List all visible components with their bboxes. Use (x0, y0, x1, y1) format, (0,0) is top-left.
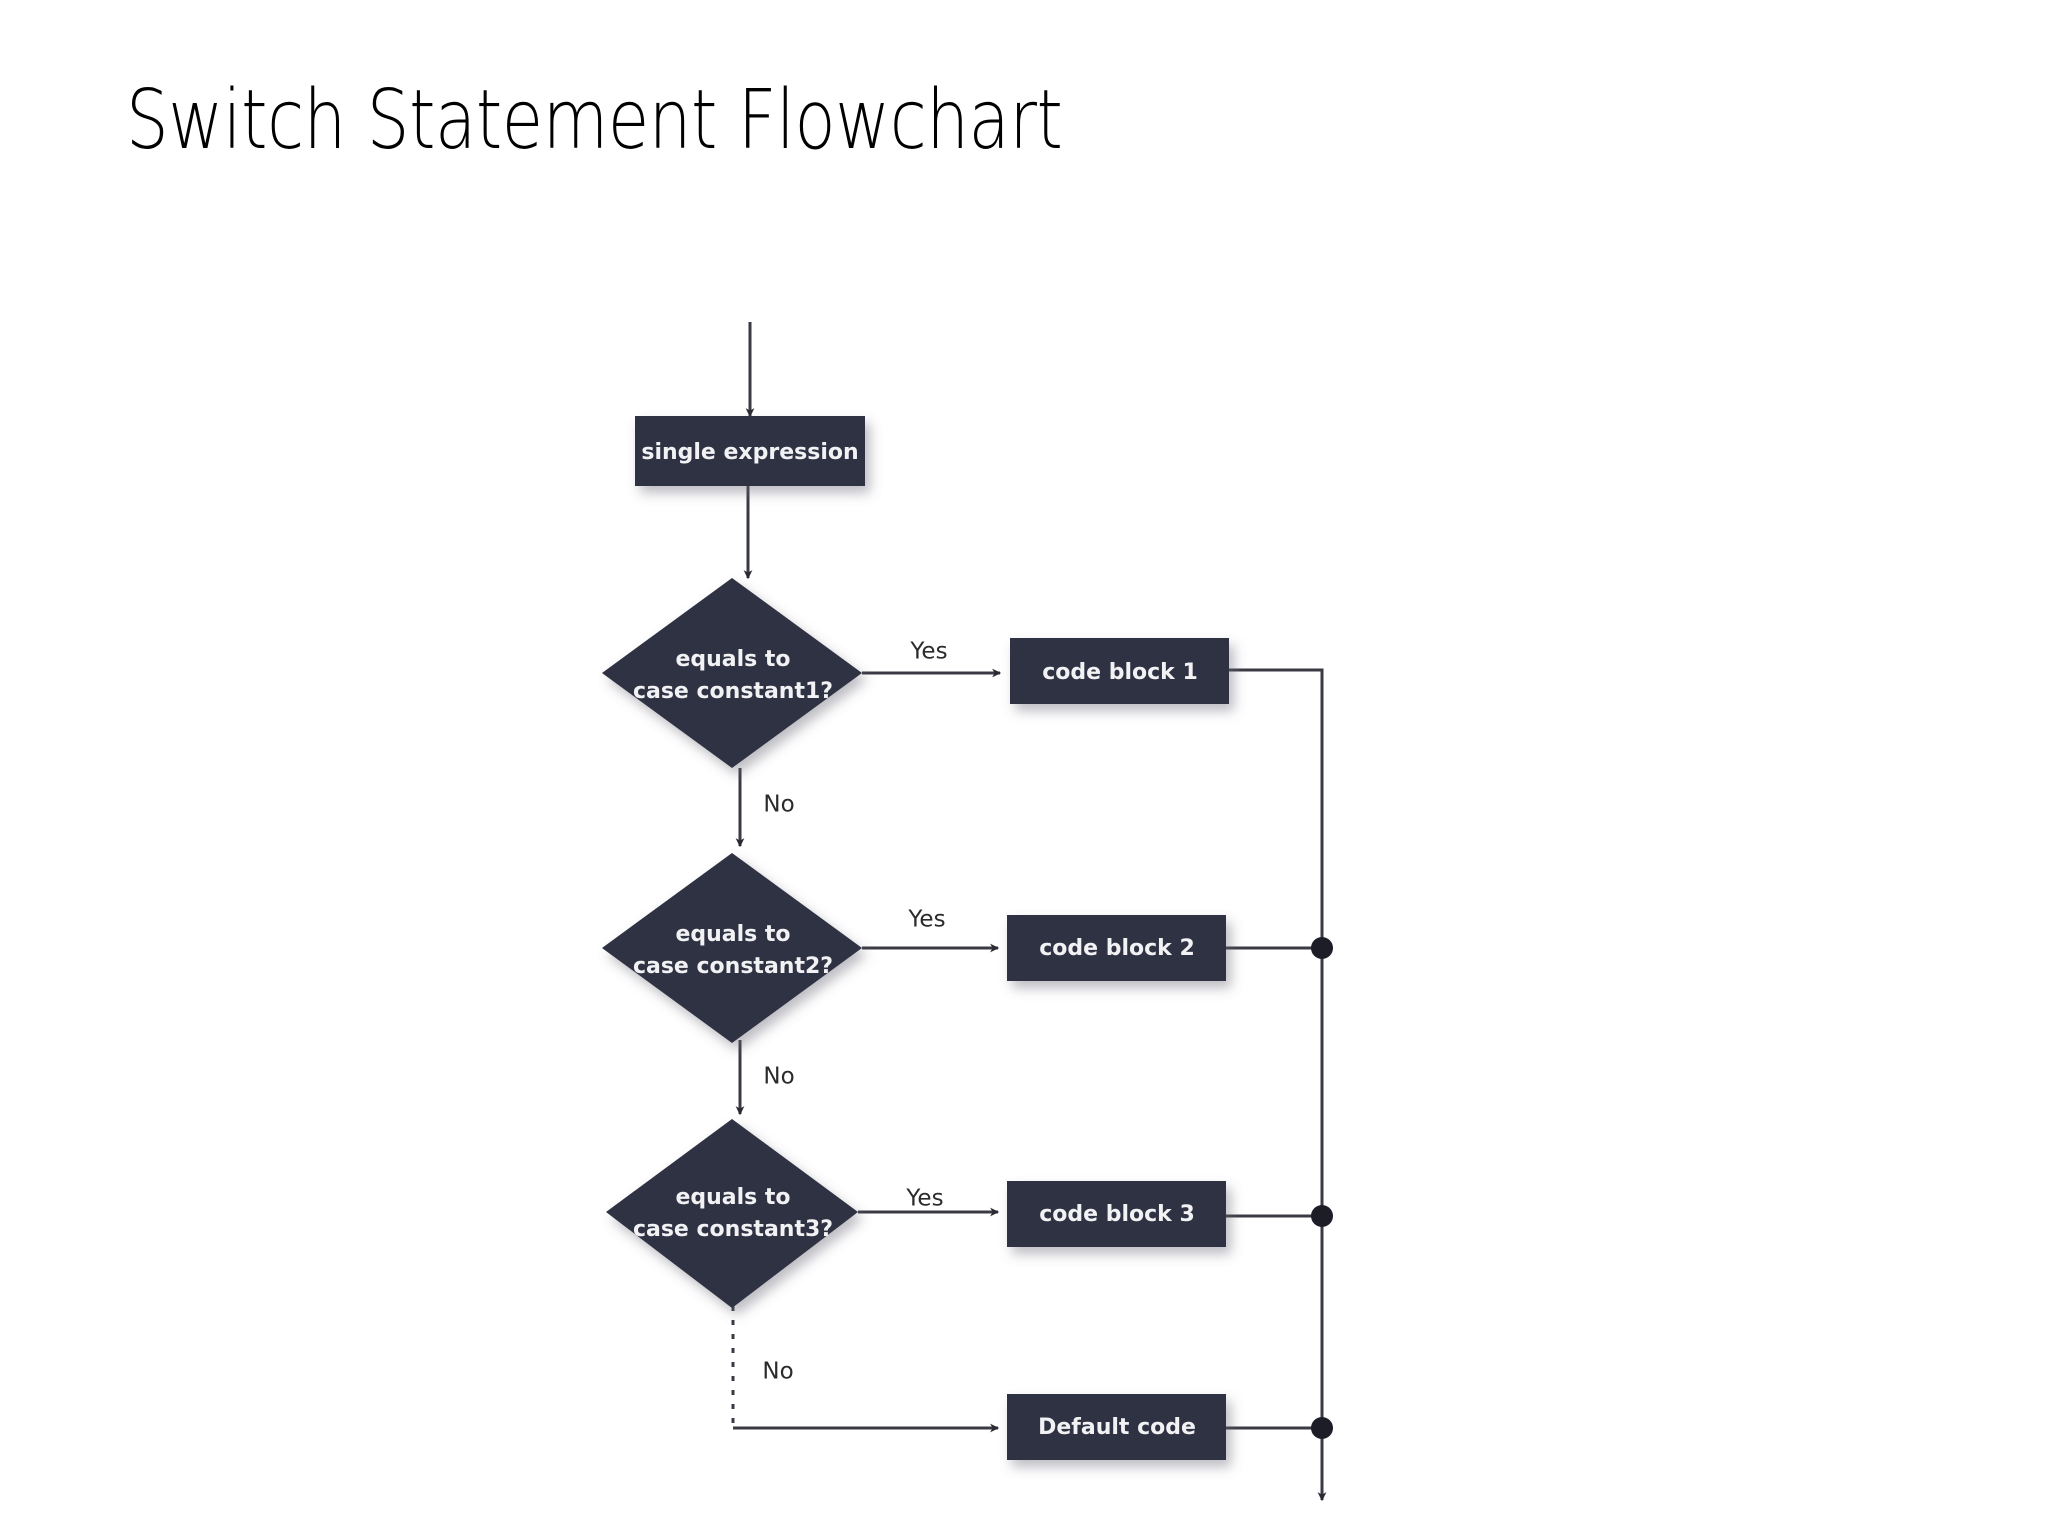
node-case1-decision[interactable]: equals to case constant1? (602, 578, 862, 768)
edge-label-yes-case1: Yes (909, 639, 947, 665)
node-code-block-1[interactable]: code block 1 (1010, 638, 1229, 704)
node-code-block-3-shape (1007, 1181, 1226, 1247)
node-case2-shape (602, 853, 862, 1043)
node-single-expression[interactable]: single expression (635, 416, 865, 486)
junction-dot-block2 (1311, 937, 1333, 959)
node-code-block-1-shape (1010, 638, 1229, 704)
node-layer: single expression equals to case constan… (602, 416, 1229, 1460)
node-case1-label-line1: equals to (675, 647, 790, 672)
node-case2-label-line1: equals to (675, 922, 790, 947)
edge-block1-to-merge-rail (1229, 668, 1324, 948)
connector-layer (731, 322, 1333, 1502)
node-case1-label-line2: case constant1? (633, 679, 833, 704)
page-title: Switch Statement Flowchart (126, 73, 1063, 168)
node-case3-label-line2: case constant3? (633, 1217, 833, 1242)
node-single-expression-shape (635, 416, 865, 486)
node-default-code-shape (1007, 1394, 1226, 1460)
edge-label-no-case2: No (763, 1064, 794, 1090)
node-code-block-3-label: code block 3 (1039, 1202, 1195, 1227)
junction-dot-block3 (1311, 1205, 1333, 1227)
node-case1-shape (602, 578, 862, 768)
node-code-block-2[interactable]: code block 2 (1007, 915, 1226, 981)
edge-label-layer: Yes No Yes No Yes No (762, 639, 947, 1385)
edge-label-no-case3: No (762, 1359, 793, 1385)
node-default-code-label: Default code (1038, 1415, 1196, 1440)
node-default-code[interactable]: Default code (1007, 1394, 1226, 1460)
node-case2-decision[interactable]: equals to case constant2? (602, 853, 862, 1043)
node-case3-shape (606, 1119, 858, 1308)
junction-dot-default (1311, 1417, 1333, 1439)
node-case3-decision[interactable]: equals to case constant3? (606, 1119, 858, 1308)
edge-label-yes-case3: Yes (905, 1186, 943, 1212)
node-single-expression-label: single expression (641, 440, 858, 465)
edge-label-yes-case2: Yes (907, 907, 945, 933)
node-code-block-3[interactable]: code block 3 (1007, 1181, 1226, 1247)
node-code-block-2-label: code block 2 (1039, 936, 1195, 961)
edge-label-no-case1: No (763, 792, 794, 818)
node-code-block-1-label: code block 1 (1042, 660, 1198, 685)
node-case2-label-line2: case constant2? (633, 954, 833, 979)
node-code-block-2-shape (1007, 915, 1226, 981)
node-case3-label-line1: equals to (675, 1185, 790, 1210)
